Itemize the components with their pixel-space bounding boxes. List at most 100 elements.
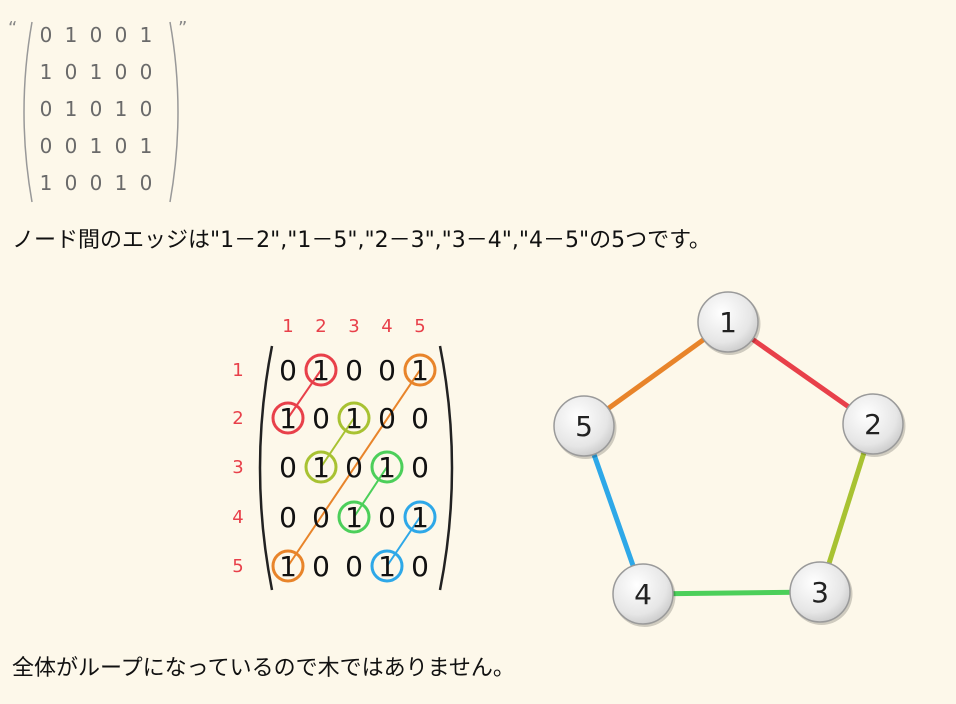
- node-5: 5: [553, 395, 617, 459]
- highlight-circle: [271, 401, 305, 435]
- node-circle: [612, 563, 674, 625]
- highlight-circle: [304, 353, 338, 387]
- column-label: 2: [315, 316, 326, 337]
- matrix-cell: 0: [312, 501, 330, 534]
- row-label: 3: [232, 457, 243, 478]
- node-circle: [842, 393, 904, 455]
- small-matrix-cell: 0: [140, 60, 153, 84]
- small-matrix-cell: 0: [115, 134, 128, 158]
- row-label: 4: [232, 507, 243, 528]
- right-paren: [169, 21, 179, 203]
- small-matrix-cell: 1: [115, 97, 128, 121]
- matrix-cell: 0: [378, 354, 396, 387]
- small-matrix-cell: 0: [90, 171, 103, 195]
- highlight-circle: [403, 500, 437, 534]
- small-matrix-cell: 1: [90, 60, 103, 84]
- small-matrix-cell: 1: [40, 171, 53, 195]
- matrix-cell: 1: [345, 402, 363, 435]
- node-label: 5: [575, 410, 593, 443]
- node-3: 3: [789, 561, 853, 625]
- close-quote: ”: [178, 18, 187, 39]
- column-label: 3: [348, 316, 359, 337]
- matrix-cell: 0: [345, 550, 363, 583]
- left-paren: [258, 345, 274, 591]
- node-label: 1: [719, 306, 737, 339]
- highlight-connector: [287, 369, 322, 419]
- matrix-cell: 1: [411, 501, 429, 534]
- highlight-circle: [337, 401, 371, 435]
- small-matrix-cell: 0: [140, 171, 153, 195]
- small-matrix-cell: 0: [65, 171, 78, 195]
- matrix-cell: 0: [279, 451, 297, 484]
- pentagon-graph: 1 2 3 4 5: [553, 291, 906, 627]
- matrix-cell: 1: [378, 550, 396, 583]
- small-matrix-cell: 0: [140, 97, 153, 121]
- highlight-connector: [386, 516, 421, 567]
- highlight-circle: [370, 549, 404, 583]
- small-matrix-cell: 0: [40, 23, 53, 47]
- node-circle: [697, 291, 759, 353]
- node-1: 1: [697, 291, 761, 355]
- highlight-circle: [403, 353, 437, 387]
- row-label: 2: [232, 408, 243, 429]
- small-matrix-cell: 0: [90, 23, 103, 47]
- graph-nodes: 1 2 3 4 5: [553, 291, 906, 627]
- small-matrix-cell: 0: [90, 97, 103, 121]
- small-matrix-cell: 1: [115, 171, 128, 195]
- right-paren: [438, 345, 454, 591]
- node-4: 4: [612, 563, 676, 627]
- matrix-cell: 0: [345, 451, 363, 484]
- row-label: 1: [232, 360, 243, 381]
- column-label: 1: [282, 316, 293, 337]
- conclusion-text: 全体がループになっているので木ではありません。: [12, 656, 515, 681]
- small-matrix-cell: 1: [40, 60, 53, 84]
- left-paren: [23, 21, 33, 203]
- small-matrix-cell: 0: [65, 134, 78, 158]
- matrix-cell: 0: [279, 354, 297, 387]
- small-matrix-cell: 1: [65, 97, 78, 121]
- matrix-cell: 1: [312, 451, 330, 484]
- row-label: 5: [232, 556, 243, 577]
- small-matrix-cell: 0: [65, 60, 78, 84]
- matrix-cell: 0: [411, 402, 429, 435]
- matrix-cell: 0: [279, 501, 297, 534]
- matrix-cell: 0: [411, 451, 429, 484]
- matrix-cell: 0: [378, 402, 396, 435]
- matrix-cell: 1: [312, 354, 330, 387]
- matrix-cell: 1: [411, 354, 429, 387]
- highlight-circles: [271, 353, 437, 583]
- node-2: 2: [842, 393, 906, 457]
- small-matrix-cell: 0: [40, 97, 53, 121]
- node-circle: [789, 561, 851, 623]
- graph-edges: [581, 319, 876, 597]
- open-quote: “: [8, 18, 17, 39]
- matrix-cell: 0: [312, 550, 330, 583]
- matrix-cell: 1: [279, 402, 297, 435]
- highlight-connector: [287, 369, 421, 567]
- matrix-cell: 0: [312, 402, 330, 435]
- node-circle: [553, 395, 615, 457]
- highlight-connector: [353, 466, 388, 518]
- column-label: 4: [381, 316, 392, 337]
- highlight-connector: [320, 417, 355, 468]
- matrix-cell: 1: [279, 550, 297, 583]
- highlight-circle: [370, 450, 404, 484]
- highlight-circle: [337, 500, 371, 534]
- matrix-cell: 1: [378, 451, 396, 484]
- small-matrix-cell: 1: [140, 23, 153, 47]
- node-label: 3: [811, 576, 829, 609]
- small-matrix-cell: 0: [115, 23, 128, 47]
- node-label: 2: [864, 408, 882, 441]
- matrix-cell: 1: [345, 501, 363, 534]
- highlight-circle: [304, 450, 338, 484]
- column-label: 5: [414, 316, 425, 337]
- small-matrix-cell: 1: [140, 134, 153, 158]
- small-matrix-cell: 1: [65, 23, 78, 47]
- small-matrix-cell: 0: [115, 60, 128, 84]
- matrix-cell: 0: [411, 550, 429, 583]
- small-matrix-cell: 0: [40, 134, 53, 158]
- matrix-cell: 0: [378, 501, 396, 534]
